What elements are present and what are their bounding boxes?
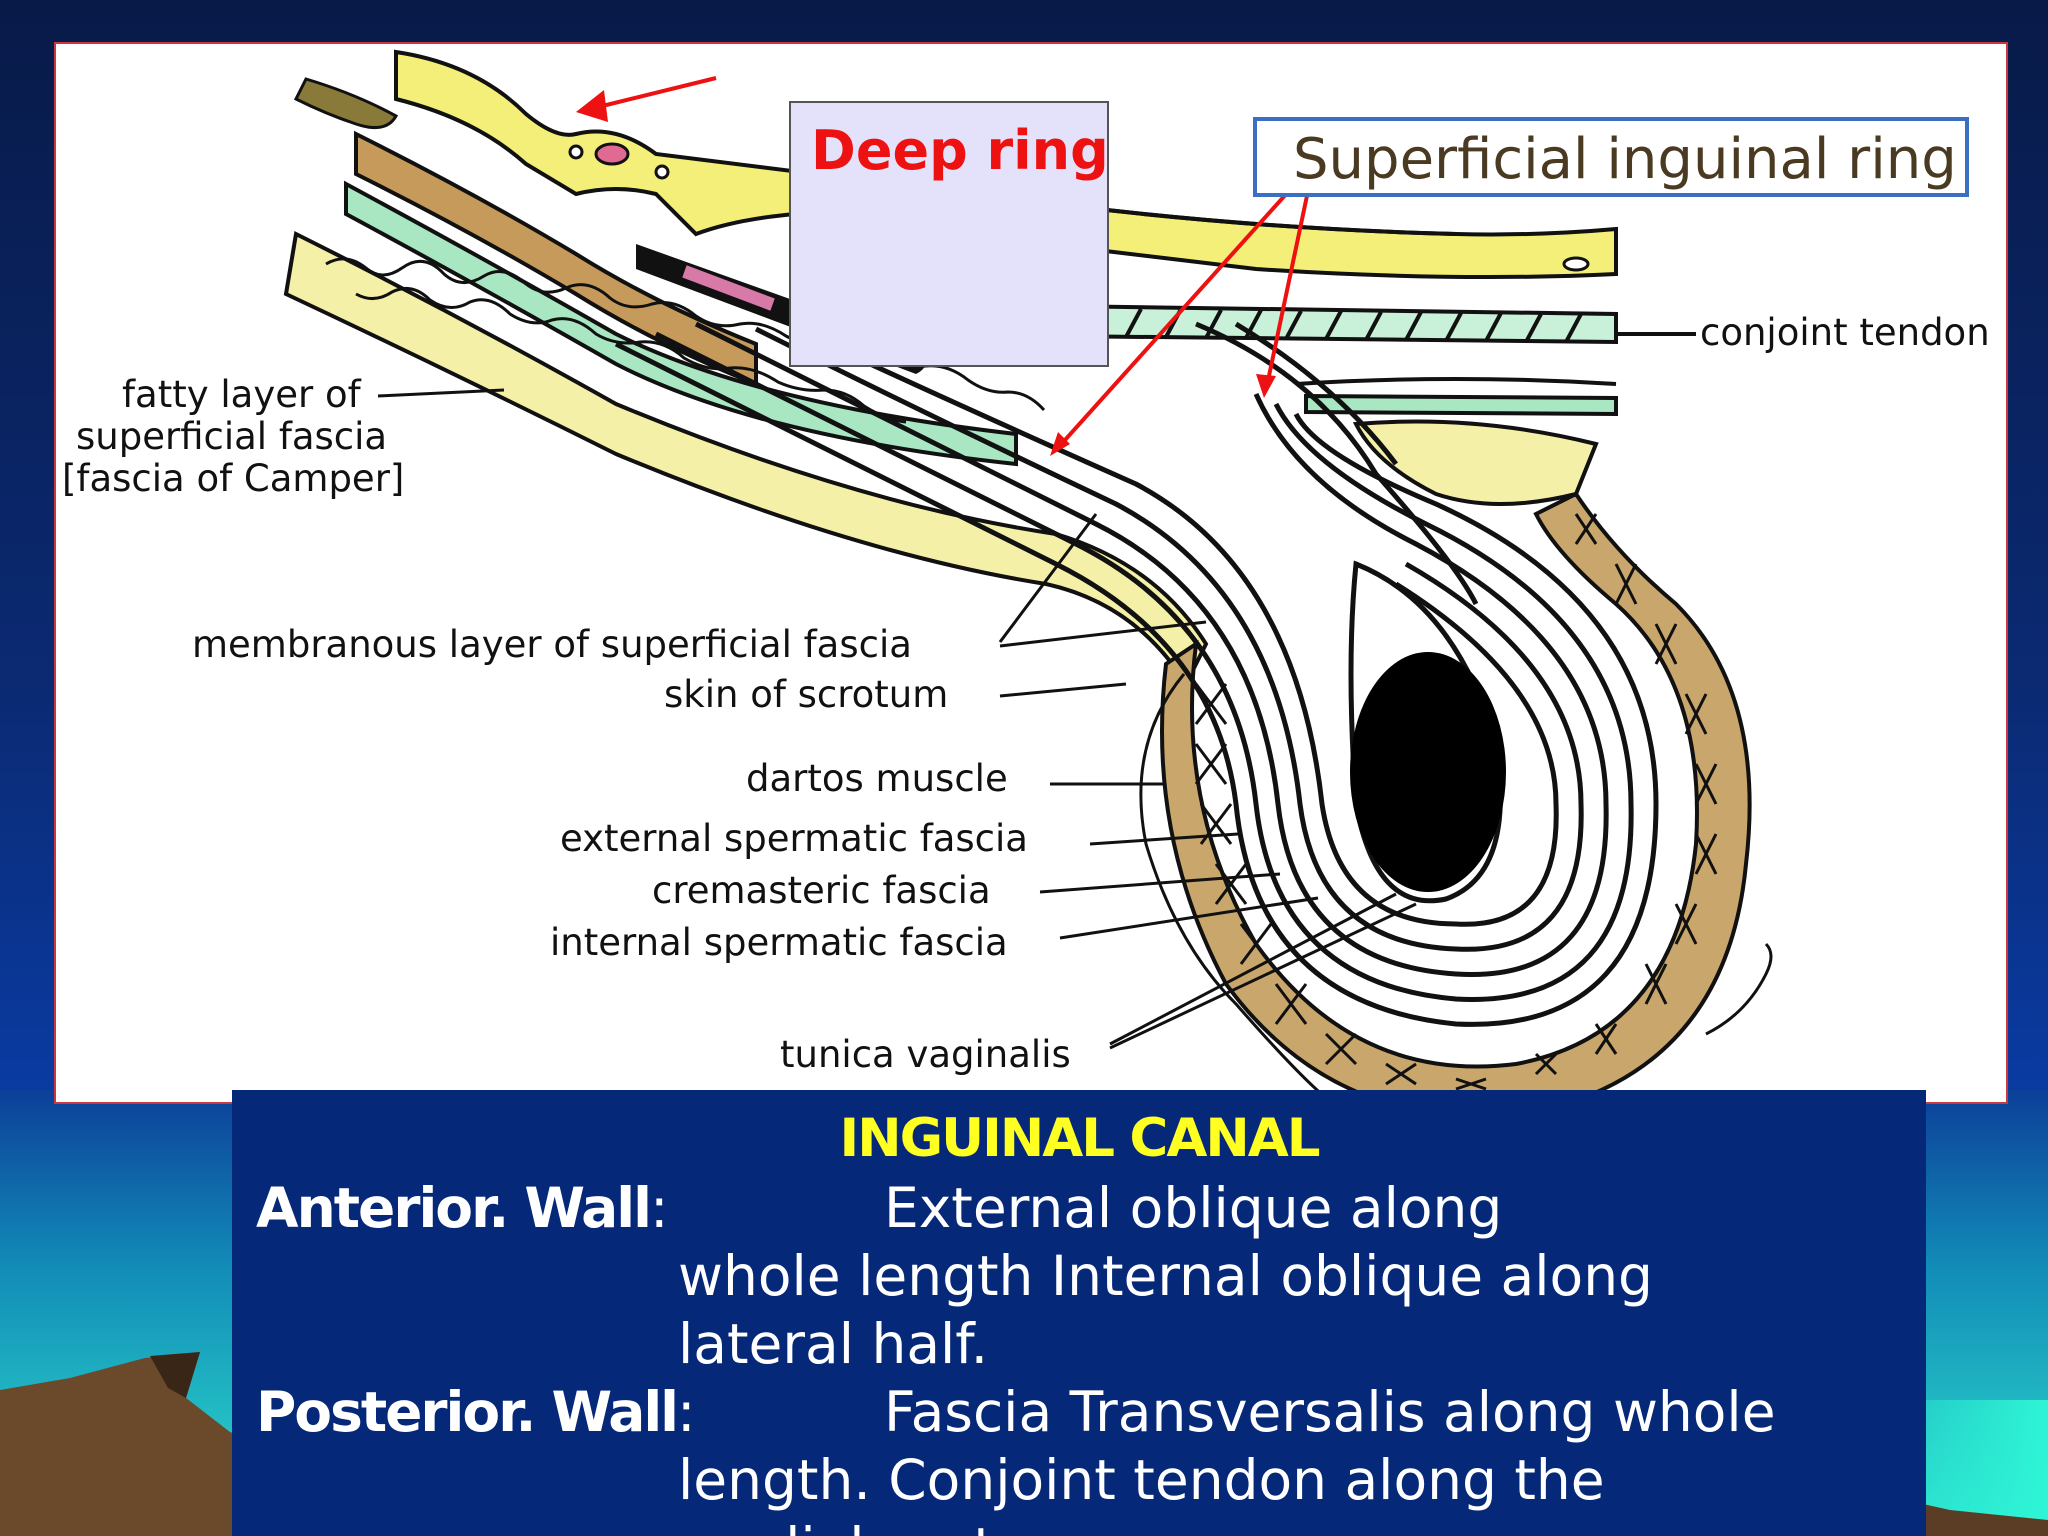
- posterior-wall-line2: length. Conjoint tendon along the: [678, 1448, 1605, 1512]
- anterior-wall-line1: External oblique along: [884, 1176, 1503, 1240]
- label-membranous-layer: membranous layer of superficial fascia: [192, 623, 912, 666]
- transversalis-band: [344, 180, 1018, 467]
- anterior-wall-colon: :: [649, 1176, 669, 1240]
- label-tunica-vaginalis: tunica vaginalis: [780, 1033, 1071, 1076]
- testis: [1350, 652, 1506, 892]
- label-internal-spermatic-fascia: internal spermatic fascia: [550, 921, 1008, 964]
- deep-ring-callout: Deep ring: [789, 101, 1109, 367]
- pubic-fat-pad: [1352, 419, 1599, 506]
- label-cremasteric-fascia: cremasteric fascia: [652, 869, 991, 912]
- label-skin-of-scrotum: skin of scrotum: [664, 673, 949, 716]
- anterior-wall-key-row: Anterior. Wall:: [256, 1174, 668, 1242]
- label-dartos-muscle: dartos muscle: [746, 757, 1008, 800]
- anterior-wall-line2: whole length Internal oblique along: [678, 1244, 1653, 1308]
- label-fatty-layer-line2: superficial fascia: [76, 415, 388, 458]
- posterior-wall-line3: medial part.: [678, 1514, 1012, 1536]
- diagram-panel: Deep ring Superficial inguinal ring conj…: [54, 42, 2008, 1104]
- info-title: INGUINAL CANAL: [839, 1108, 1321, 1169]
- superficial-ring-callout: Superficial inguinal ring: [1253, 117, 1969, 197]
- label-conjoint-tendon: conjoint tendon: [1700, 311, 1990, 354]
- anterior-wall-line3: lateral half.: [678, 1312, 989, 1376]
- label-fatty-layer-line3: [fascia of Camper]: [62, 457, 405, 500]
- anterior-wall-key: Anterior. Wall: [256, 1176, 652, 1240]
- cut-fragment: [293, 77, 399, 130]
- inguinal-canal-info-box: INGUINAL CANAL Anterior. Wall: External …: [232, 1090, 1926, 1536]
- deep-ring-arrowhead: [576, 90, 608, 122]
- label-fatty-layer-line1: fatty layer of: [122, 373, 361, 416]
- superficial-ring-label: Superficial inguinal ring: [1293, 127, 1957, 192]
- inguinal-anatomy-drawing: [283, 49, 1773, 1102]
- posterior-wall-line1: Fascia Transversalis along whole: [884, 1380, 1776, 1444]
- posterior-wall-colon: :: [677, 1380, 696, 1444]
- deep-ring-label: Deep ring: [811, 119, 1109, 182]
- posterior-wall-key-row: Posterior. Wall:: [256, 1378, 696, 1446]
- label-external-spermatic-fascia: external spermatic fascia: [560, 817, 1028, 860]
- external-oblique-layer: [394, 49, 1618, 280]
- posterior-wall-key: Posterior. Wall: [256, 1380, 679, 1444]
